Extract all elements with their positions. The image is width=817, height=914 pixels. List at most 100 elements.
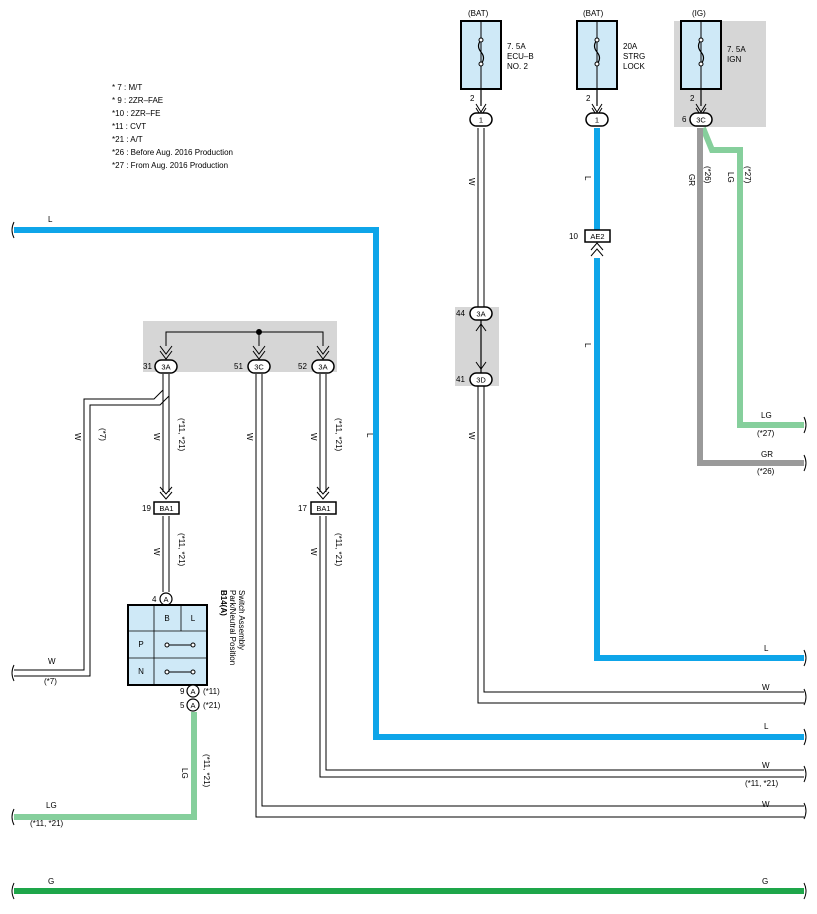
pin-number: 51 [234, 362, 243, 371]
connector-3d-41: 3D 41 [456, 372, 493, 387]
fuse-name: LOCK [623, 62, 645, 71]
pin-letter: A [190, 701, 195, 710]
wire-note: (*11, *21) [202, 754, 211, 788]
park-neutral-switch: A 4 B L P N A 9 (*11) A 5 (*21) B14(A) P… [127, 590, 246, 712]
wire-label: L [583, 343, 592, 348]
connector-id: 3D [476, 376, 486, 385]
wire-note: (*7) [44, 677, 57, 686]
pin-number: 4 [152, 595, 157, 604]
wire-note: (*11, *21) [177, 533, 186, 567]
wire-note: (*27) [757, 429, 775, 438]
wire-note: (*27) [743, 166, 752, 184]
switch-row-p: P [138, 640, 143, 649]
wire-note: (*11, *21) [334, 418, 343, 452]
note-line: *26 : Before Aug. 2016 Production [112, 148, 233, 157]
wire-label: G [48, 877, 54, 886]
connector-3a-31: 3A 31 [143, 359, 178, 374]
connector-id: 3C [696, 116, 706, 125]
fuse-source: (IG) [692, 9, 706, 18]
connector-id: 3A [161, 363, 170, 372]
wire-labels: L W (*7) LG (*11, *21) G G LG (*27) GR (… [30, 166, 779, 886]
wire-lg-11-21 [14, 712, 197, 820]
fuse-name: NO. 2 [507, 62, 528, 71]
connector-ba1-17: BA1 17 [298, 486, 337, 515]
connector-id: 3A [476, 310, 485, 319]
connector-id: AE2 [590, 232, 604, 241]
wire-label: W [152, 548, 161, 556]
connector-3c-51: 3C 51 [234, 359, 271, 374]
connector-id: 3A [318, 363, 327, 372]
connector-ae2: AE2 10 [569, 229, 611, 257]
pin-note: (*21) [203, 701, 221, 710]
connector-id: BA1 [316, 504, 330, 513]
pin-number: 5 [180, 701, 185, 710]
note-line: *10 : 2ZR–FE [112, 109, 160, 118]
switch-name: Park/Neutral Position [228, 590, 237, 665]
pin-number: 44 [456, 309, 465, 318]
pin-number: 2 [470, 94, 475, 103]
switch-id: B14(A) [219, 590, 228, 616]
fuse-name: ECU–B [507, 52, 534, 61]
wire-note: (*26) [757, 467, 775, 476]
wire-lg-27 [700, 126, 804, 428]
pin-number: 2 [586, 94, 591, 103]
wire-label: L [48, 215, 53, 224]
switch-col-l: L [191, 614, 196, 623]
wire-label: LG [180, 768, 189, 779]
wire-label: W [152, 433, 161, 441]
fuse-strg-lock: (BAT) 20A STRG LOCK 2 1 [576, 9, 645, 127]
pin-number: 17 [298, 504, 307, 513]
pin-number: 19 [142, 504, 151, 513]
wire-label: L [764, 722, 769, 731]
wire-label: LG [46, 801, 57, 810]
notes-legend: * 7 : M/T * 9 : 2ZR–FAE *10 : 2ZR–FE *11… [112, 83, 233, 170]
note-line: * 9 : 2ZR–FAE [112, 96, 163, 105]
fuse-rating: 7. 5A [727, 45, 746, 54]
wire-label: W [467, 432, 476, 440]
wire-label: GR [687, 174, 696, 186]
wire-note: (*7) [98, 428, 107, 441]
wire-label: G [762, 877, 768, 886]
note-line: * 7 : M/T [112, 83, 142, 92]
connector-id: 1 [479, 116, 483, 125]
switch-row-n: N [138, 667, 144, 676]
wire-label: W [309, 548, 318, 556]
pin-number: 9 [180, 687, 185, 696]
wire-label: LG [761, 411, 772, 420]
wire-label: W [762, 683, 770, 692]
wire-label: L [764, 644, 769, 653]
fuse-rating: 20A [623, 42, 638, 51]
note-line: *21 : A/T [112, 135, 143, 144]
switch-col-b: B [164, 614, 169, 623]
wire-l-strg [594, 128, 804, 661]
wire-label: W [73, 433, 82, 441]
white-wires [14, 128, 804, 818]
connector-id: BA1 [159, 504, 173, 513]
wire-note: (*26) [703, 166, 712, 184]
pin-note: (*11) [203, 687, 220, 696]
pin-letter: A [163, 595, 168, 604]
pin-number: 2 [690, 94, 695, 103]
pin-number: 6 [682, 115, 687, 124]
wire-break-marks [11, 221, 807, 900]
connector-3a-52: 3A 52 [298, 359, 335, 374]
connector-ba1-19: BA1 19 [142, 486, 180, 515]
wire-note: (*11, *21) [334, 533, 343, 567]
fuse-name: STRG [623, 52, 645, 61]
wire-label: W [762, 761, 770, 770]
wire-l-main [14, 227, 804, 740]
wire-gr-26 [697, 128, 804, 466]
wire-note: (*11, *21) [177, 418, 186, 452]
fuse-rating: 7. 5A [507, 42, 526, 51]
connector-id: 1 [595, 116, 599, 125]
fuse-ign: (IG) 7. 5A IGN 2 3C 6 [680, 9, 746, 127]
connector-id: 3C [254, 363, 264, 372]
fuse-source: (BAT) [583, 9, 604, 18]
wire-label: W [245, 433, 254, 441]
connector-3a-44: 3A 44 [456, 306, 493, 373]
pin-number: 10 [569, 232, 578, 241]
switch-name: Switch Assembly [237, 590, 246, 650]
wire-note: (*11, *21) [745, 779, 779, 788]
pin-letter: A [190, 687, 195, 696]
